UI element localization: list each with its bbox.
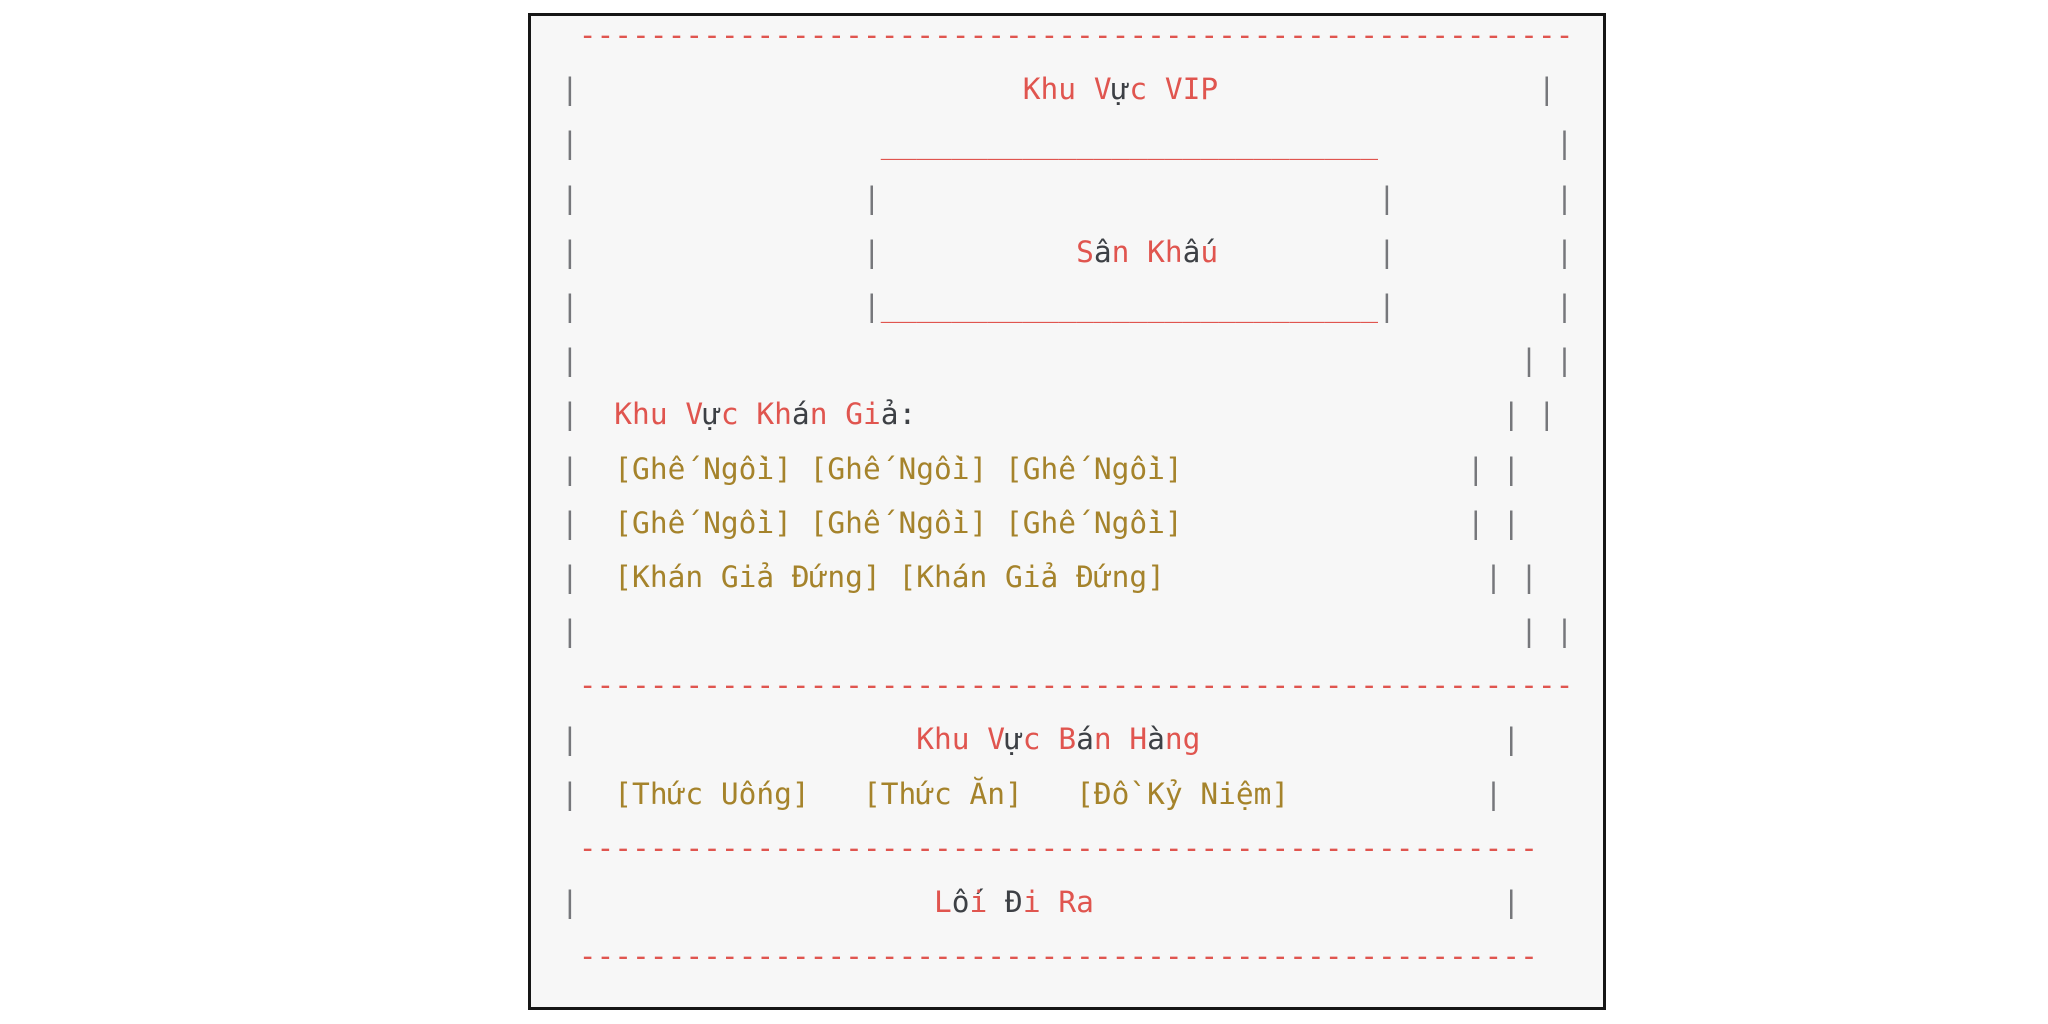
ascii-line-8: | Khu Vực Khán Giả: | | [561,397,1556,432]
ascii-line-6: | |____________________________| | [561,288,1574,323]
ascii-line-3: | ____________________________ | [561,126,1574,161]
ascii-line-12: | | | [561,614,1574,649]
ascii-line-11: | [Khán Giả Đứng] [Khán Giả Đứng] | | [561,559,1538,594]
ascii-line-4: | | | | [561,180,1574,215]
ascii-line-7: | | | [561,343,1574,378]
ascii-line-14: | Khu Vực Bán Hàng | [561,722,1521,757]
ascii-line-9: | [Ghế Ngồi] [Ghế Ngồi] [Ghế Ngồi] | | [561,451,1521,486]
ascii-line-5: | | Sân Khấu | | [561,234,1574,269]
ascii-line-15: | [Thức Uống] [Thức Ăn] [Đồ Kỷ Niệm] | [561,776,1503,811]
ascii-line-2: | Khu Vực VIP | [561,72,1556,107]
ascii-line-1: ----------------------------------------… [578,18,1574,52]
ascii-line-18: ----------------------------------------… [578,939,1538,974]
ascii-line-16: ----------------------------------------… [578,830,1538,865]
ascii-line-10: | [Ghế Ngồi] [Ghế Ngồi] [Ghế Ngồi] | | [561,505,1521,540]
venue-map-panel: ----------------------------------------… [528,13,1606,1010]
venue-ascii-diagram: ----------------------------------------… [561,16,1603,983]
ascii-line-17: | Lối Đi Ra | [561,885,1521,919]
ascii-line-13: ----------------------------------------… [578,668,1574,703]
